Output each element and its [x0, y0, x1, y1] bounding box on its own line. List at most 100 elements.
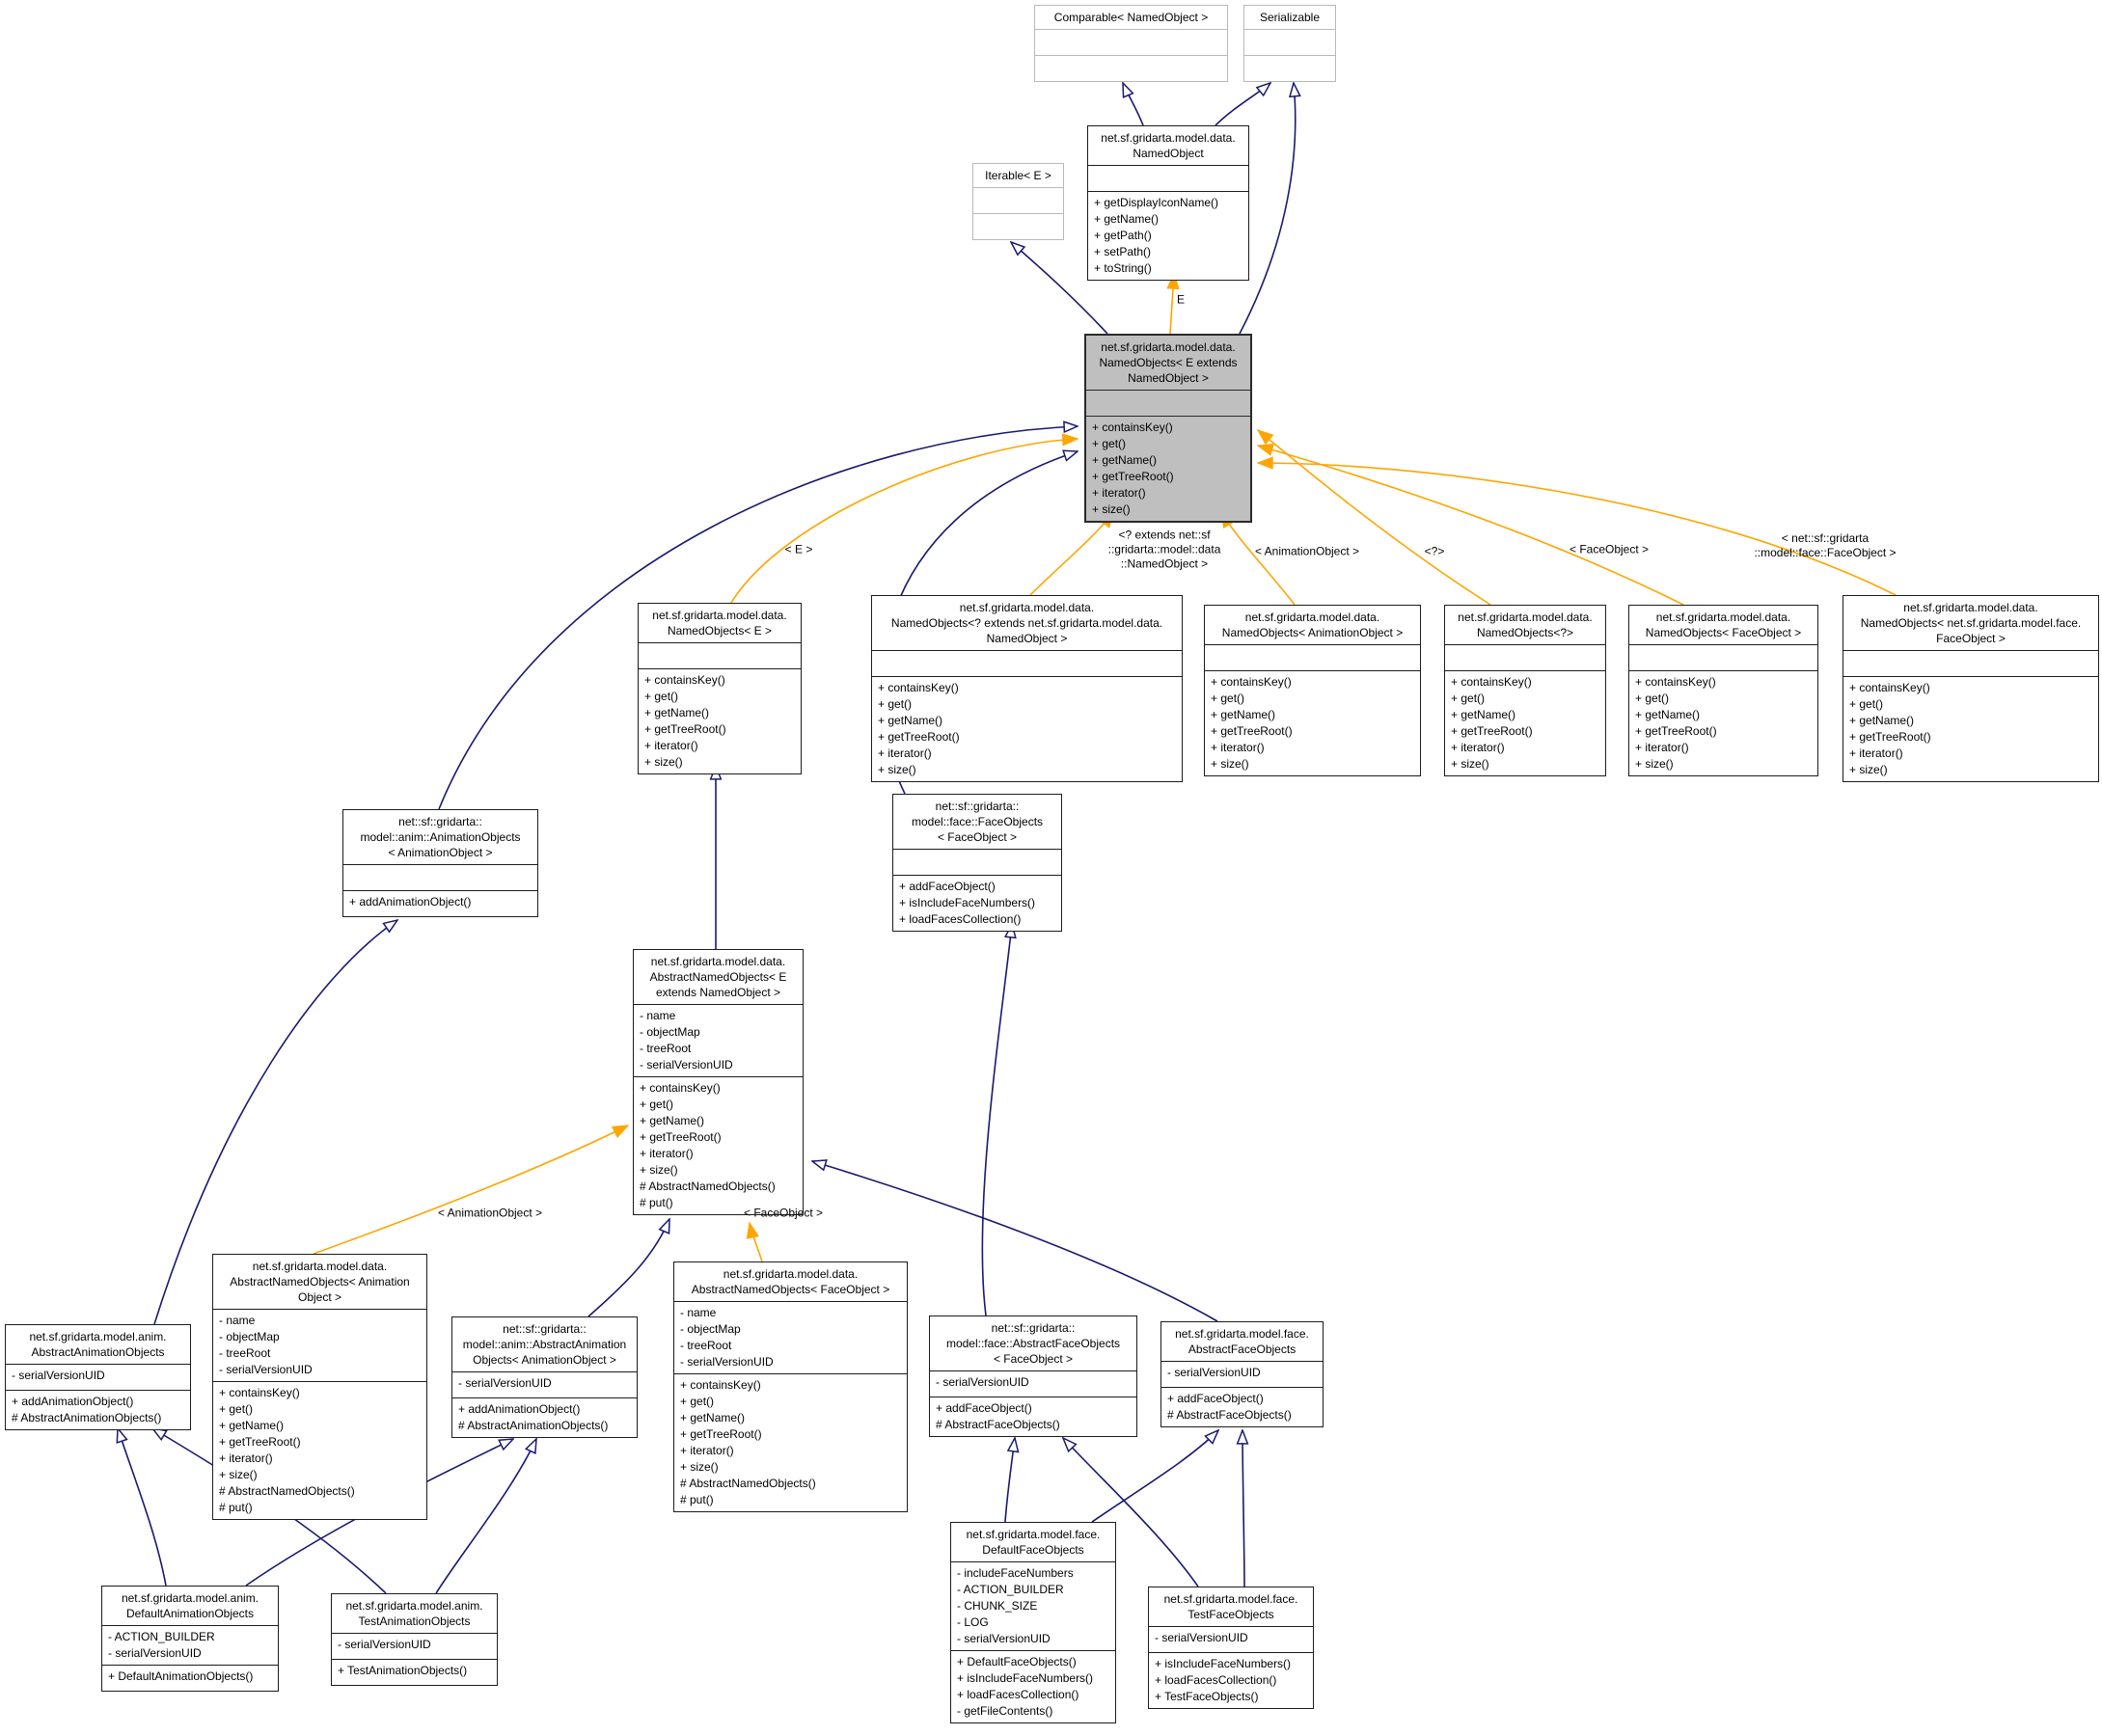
class-abstractnamedobjects-template[interactable]: net.sf.gridarta.model.data.AbstractNamed…: [633, 949, 804, 1215]
class-namedobjects-wildcard-methods-line: + size(): [1451, 757, 1489, 771]
class-animationobjects-title-line: model::anim::AnimationObjects: [360, 830, 521, 844]
class-namedobjects-animationobject-methods-line: + iterator(): [1211, 741, 1265, 754]
class-testanimationobjects[interactable]: net.sf.gridarta.model.anim.TestAnimation…: [331, 1593, 498, 1686]
inheritance-edge-class-defaultfaceobjects--class-abstractfaceobjects: [1091, 1430, 1218, 1523]
class-abstractfaceobjects-faceobject[interactable]: net::sf::gridarta::model::face::Abstract…: [929, 1316, 1137, 1437]
class-abstractanimationobjects-animationobject-title-line: net::sf::gridarta::: [503, 1322, 587, 1336]
class-namedobjects-animationobject-methods-line: + size(): [1211, 757, 1249, 771]
class-namedobjects-animationobject[interactable]: net.sf.gridarta.model.data.NamedObjects<…: [1204, 605, 1421, 776]
class-faceobjects-methods: + addFaceObject()+ isIncludeFaceNumbers(…: [893, 875, 1061, 931]
class-abstractfaceobjects-attributes-line: - serialVersionUID: [1167, 1366, 1261, 1379]
class-abstractnamedobjects-animationobject-attributes-line: - treeRoot: [219, 1346, 271, 1360]
class-namedobjects-e[interactable]: net.sf.gridarta.model.data. NamedObjects<…: [638, 603, 802, 774]
class-animationobjects[interactable]: net::sf::gridarta::model::anim::Animatio…: [342, 809, 538, 917]
class-testfaceobjects-title-line: TestFaceObjects: [1187, 1608, 1274, 1621]
class-abstractnamedobjects-template-methods-line: + getTreeRoot(): [640, 1130, 722, 1144]
class-abstractfaceobjects-faceobject-methods-line: + addFaceObject(): [936, 1401, 1032, 1415]
class-namedobjects-template-title-line: NamedObject >: [1128, 371, 1209, 385]
class-faceobjects[interactable]: net::sf::gridarta::model::face::FaceObje…: [892, 794, 1062, 932]
class-defaultanimationobjects[interactable]: net.sf.gridarta.model.anim. DefaultAnimat…: [101, 1586, 279, 1692]
class-namedobjects-wildcard-extends-methods-line: + containsKey(): [878, 681, 959, 694]
class-abstractnamedobjects-template-methods-line: # put(): [640, 1196, 673, 1209]
class-testfaceobjects-attributes: - serialVersionUID: [1149, 1626, 1313, 1652]
class-abstractnamedobjects-template-attributes: - name- objectMap- treeRoot- serialVersi…: [634, 1004, 803, 1076]
class-defaultfaceobjects-title: net.sf.gridarta.model.face.DefaultFaceOb…: [951, 1523, 1115, 1561]
class-abstractanimationobjects-animationobject-methods-line: # AbstractAnimationObjects(): [458, 1419, 609, 1432]
class-defaultanimationobjects-attributes-line: - serialVersionUID: [108, 1646, 202, 1660]
class-serializable[interactable]: Serializable: [1243, 5, 1336, 82]
class-defaultfaceobjects-attributes-line: - CHUNK_SIZE: [957, 1599, 1038, 1613]
class-abstractnamedobjects-animationobject-methods-line: + size(): [219, 1468, 258, 1481]
class-namedobjects-faceobject-attributes: [1629, 644, 1817, 670]
class-namedobjects-animationobject-methods-line: + get(): [1211, 692, 1245, 705]
class-namedobject-title: net.sf.gridarta.model.data.NamedObject: [1088, 126, 1248, 165]
class-abstractnamedobjects-faceobject-title: net.sf.gridarta.model.data.AbstractNamed…: [674, 1262, 907, 1301]
class-abstractanimationobjects[interactable]: net.sf.gridarta.model.anim.AbstractAnima…: [5, 1324, 191, 1430]
class-namedobjects-faceobject-methods-line: + getName(): [1635, 708, 1701, 721]
class-namedobjects-template[interactable]: net.sf.gridarta.model.data.NamedObjects<…: [1084, 334, 1252, 523]
class-namedobjects-template-methods-line: + size(): [1092, 502, 1131, 516]
class-namedobjects-animationobject-methods-line: + containsKey(): [1211, 675, 1292, 689]
class-namedobjects-e-title-line: net.sf.gridarta.model.data.: [652, 609, 787, 622]
class-namedobjects-qualified-faceobject-title: net.sf.gridarta.model.data.NamedObjects<…: [1843, 596, 2098, 650]
class-testfaceobjects-attributes-line: - serialVersionUID: [1155, 1631, 1248, 1644]
class-abstractnamedobjects-faceobject-attributes-line: - name: [680, 1306, 717, 1319]
class-abstractanimationobjects-animationobject-methods: + addAnimationObject()# AbstractAnimatio…: [452, 1397, 637, 1437]
class-abstractanimationobjects-attributes-line: - serialVersionUID: [12, 1369, 105, 1382]
inheritance-edge-class-testanimationobjects--class-abstractanimationobjects-animationobject: [435, 1439, 536, 1594]
class-faceobjects-attributes: [893, 849, 1061, 875]
class-namedobjects-wildcard-methods-line: + getName(): [1451, 708, 1516, 721]
class-testfaceobjects[interactable]: net.sf.gridarta.model.face.TestFaceObjec…: [1148, 1587, 1314, 1709]
class-namedobject[interactable]: net.sf.gridarta.model.data.NamedObject + …: [1087, 125, 1249, 281]
class-namedobject-methods-line: + setPath(): [1094, 245, 1152, 258]
class-comparable-attributes: [1035, 29, 1227, 55]
class-testanimationobjects-title-line: TestAnimationObjects: [358, 1614, 471, 1628]
class-iterable[interactable]: Iterable< E >: [972, 163, 1064, 240]
template-edge-label: < FaceObject >: [1569, 542, 1650, 556]
inheritance-edge-class-defaultfaceobjects--class-abstractfaceobjects-faceobject: [1004, 1438, 1015, 1523]
class-namedobjects-wildcard-methods-line: + getTreeRoot(): [1451, 724, 1533, 738]
class-abstractnamedobjects-template-title-line: AbstractNamedObjects< E: [649, 970, 787, 984]
class-defaultanimationobjects-title-line: net.sf.gridarta.model.anim.: [121, 1591, 259, 1605]
class-abstractnamedobjects-faceobject-attributes: - name- objectMap- treeRoot- serialVersi…: [674, 1301, 907, 1373]
class-namedobjects-e-methods-line: + iterator(): [644, 739, 698, 752]
class-namedobjects-wildcard-extends-title-line: net.sf.gridarta.model.data.: [959, 601, 1095, 614]
template-edge-class-namedobjects-qualified-faceobject--class-namedobjects-template: [1258, 463, 1897, 596]
class-namedobjects-animationobject-title-line: net.sf.gridarta.model.data.: [1244, 610, 1380, 624]
class-testfaceobjects-methods: + isIncludeFaceNumbers()+ loadFacesColle…: [1149, 1652, 1313, 1708]
class-comparable[interactable]: Comparable< NamedObject >: [1034, 5, 1228, 82]
class-abstractfaceobjects-faceobject-title-line: net::sf::gridarta::: [991, 1321, 1076, 1335]
class-namedobjects-wildcard-extends-methods-line: + get(): [878, 697, 913, 711]
class-abstractfaceobjects[interactable]: net.sf.gridarta.model.face.AbstractFaceO…: [1160, 1321, 1324, 1427]
class-namedobjects-qualified-faceobject-title-line: FaceObject >: [1936, 632, 2006, 645]
class-namedobjects-faceobject-title-line: NamedObjects< FaceObject >: [1645, 626, 1802, 639]
class-namedobjects-wildcard-methods-line: + containsKey(): [1451, 675, 1532, 689]
class-faceobjects-title-line: net::sf::gridarta::: [935, 800, 1020, 813]
class-abstractnamedobjects-animationobject-methods-line: + containsKey(): [219, 1386, 300, 1399]
class-namedobjects-animationobject-methods: + containsKey()+ get()+ getName()+ getTr…: [1205, 670, 1420, 775]
inheritance-edge-class-testfaceobjects--class-abstractfaceobjects: [1242, 1430, 1244, 1587]
class-defaultanimationobjects-attributes: - ACTION_BUILDER- serialVersionUID: [102, 1625, 278, 1665]
class-namedobjects-wildcard[interactable]: net.sf.gridarta.model.data.NamedObjects<…: [1444, 605, 1606, 776]
class-defaultanimationobjects-methods: + DefaultAnimationObjects(): [102, 1665, 278, 1691]
class-abstractnamedobjects-faceobject[interactable]: net.sf.gridarta.model.data.AbstractNamed…: [673, 1261, 908, 1512]
class-namedobjects-faceobject-methods-line: + containsKey(): [1635, 675, 1716, 689]
class-abstractanimationobjects-animationobject[interactable]: net::sf::gridarta::model::anim::Abstract…: [451, 1316, 638, 1438]
class-abstractnamedobjects-animationobject[interactable]: net.sf.gridarta.model.data.AbstractNamed…: [212, 1254, 427, 1520]
class-namedobjects-qualified-faceobject-methods-line: + get(): [1849, 697, 1884, 711]
template-edge-class-abstractnamedobjects-animationobject--class-abstractnamedobjects-template: [313, 1126, 628, 1255]
class-namedobjects-faceobject[interactable]: net.sf.gridarta.model.data.NamedObjects<…: [1628, 605, 1818, 776]
class-defaultfaceobjects[interactable]: net.sf.gridarta.model.face.DefaultFaceOb…: [950, 1522, 1116, 1723]
class-namedobjects-wildcard-title: net.sf.gridarta.model.data.NamedObjects<…: [1445, 606, 1605, 644]
class-namedobjects-qualified-faceobject[interactable]: net.sf.gridarta.model.data.NamedObjects<…: [1843, 595, 2099, 782]
class-abstractnamedobjects-faceobject-attributes-line: - objectMap: [680, 1322, 741, 1336]
template-edge-label: <?>: [1424, 544, 1445, 558]
class-namedobjects-wildcard-extends-title: net.sf.gridarta.model.data.NamedObjects<…: [872, 596, 1182, 650]
class-defaultanimationobjects-title-line: DefaultAnimationObjects: [125, 1607, 255, 1620]
class-namedobjects-wildcard-extends[interactable]: net.sf.gridarta.model.data.NamedObjects<…: [871, 595, 1183, 782]
class-comparable-title: Comparable< NamedObject >: [1035, 6, 1227, 29]
class-testanimationobjects-attributes: - serialVersionUID: [332, 1633, 497, 1659]
class-abstractnamedobjects-faceobject-methods-line: + size(): [680, 1460, 719, 1474]
class-namedobjects-e-title-line: NamedObjects< E >: [667, 624, 773, 637]
